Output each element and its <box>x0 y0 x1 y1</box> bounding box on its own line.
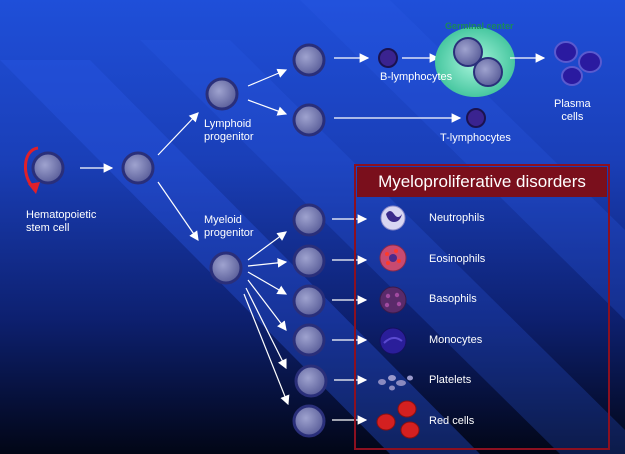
panel-item-neutrophils: Neutrophils <box>429 212 485 224</box>
panel-title: Myeloproliferative disorders <box>357 167 607 197</box>
plasma-cells <box>554 41 602 86</box>
lymphoid-progenitor-cell <box>205 77 239 111</box>
eosinophil-cell-icon <box>379 244 407 272</box>
t-lymphocyte-cell <box>466 108 486 128</box>
panel-item-basophils: Basophils <box>429 293 477 305</box>
germinal-center-label: Germinal center <box>445 21 514 31</box>
monocyte-cell-icon <box>379 327 407 355</box>
panel-item-monocytes: Monocytes <box>429 334 483 346</box>
b-lymphocyte-cell <box>378 48 398 68</box>
myeloid-precursor-cells <box>292 203 328 438</box>
panel-item-eosinophils: Eosinophils <box>429 253 486 265</box>
arrow-to-lymphoid <box>157 112 199 156</box>
neutrophil-cell-icon <box>380 205 406 231</box>
b-lymphocytes-label: B-lymphocytes <box>380 71 453 83</box>
panel-item-platelets: Platelets <box>429 374 472 386</box>
red-cells-icon <box>376 400 420 439</box>
myeloid-to-mature-arrows <box>332 214 368 425</box>
myeloid-branches <box>243 231 290 406</box>
t-precursor-cell <box>292 103 326 137</box>
basophil-cell-icon <box>379 286 407 314</box>
panel-item-red-cells: Red cells <box>429 415 475 427</box>
arrow-to-myeloid <box>157 181 199 241</box>
multipotent-cell <box>121 151 155 185</box>
stem-cell <box>24 146 65 194</box>
t-lymphocytes-label: T-lymphocytes <box>440 132 511 144</box>
platelets-icon <box>378 375 413 391</box>
b-precursor-cell <box>292 43 326 77</box>
myeloproliferative-panel <box>354 164 610 450</box>
myeloid-progenitor-cell <box>209 251 243 285</box>
